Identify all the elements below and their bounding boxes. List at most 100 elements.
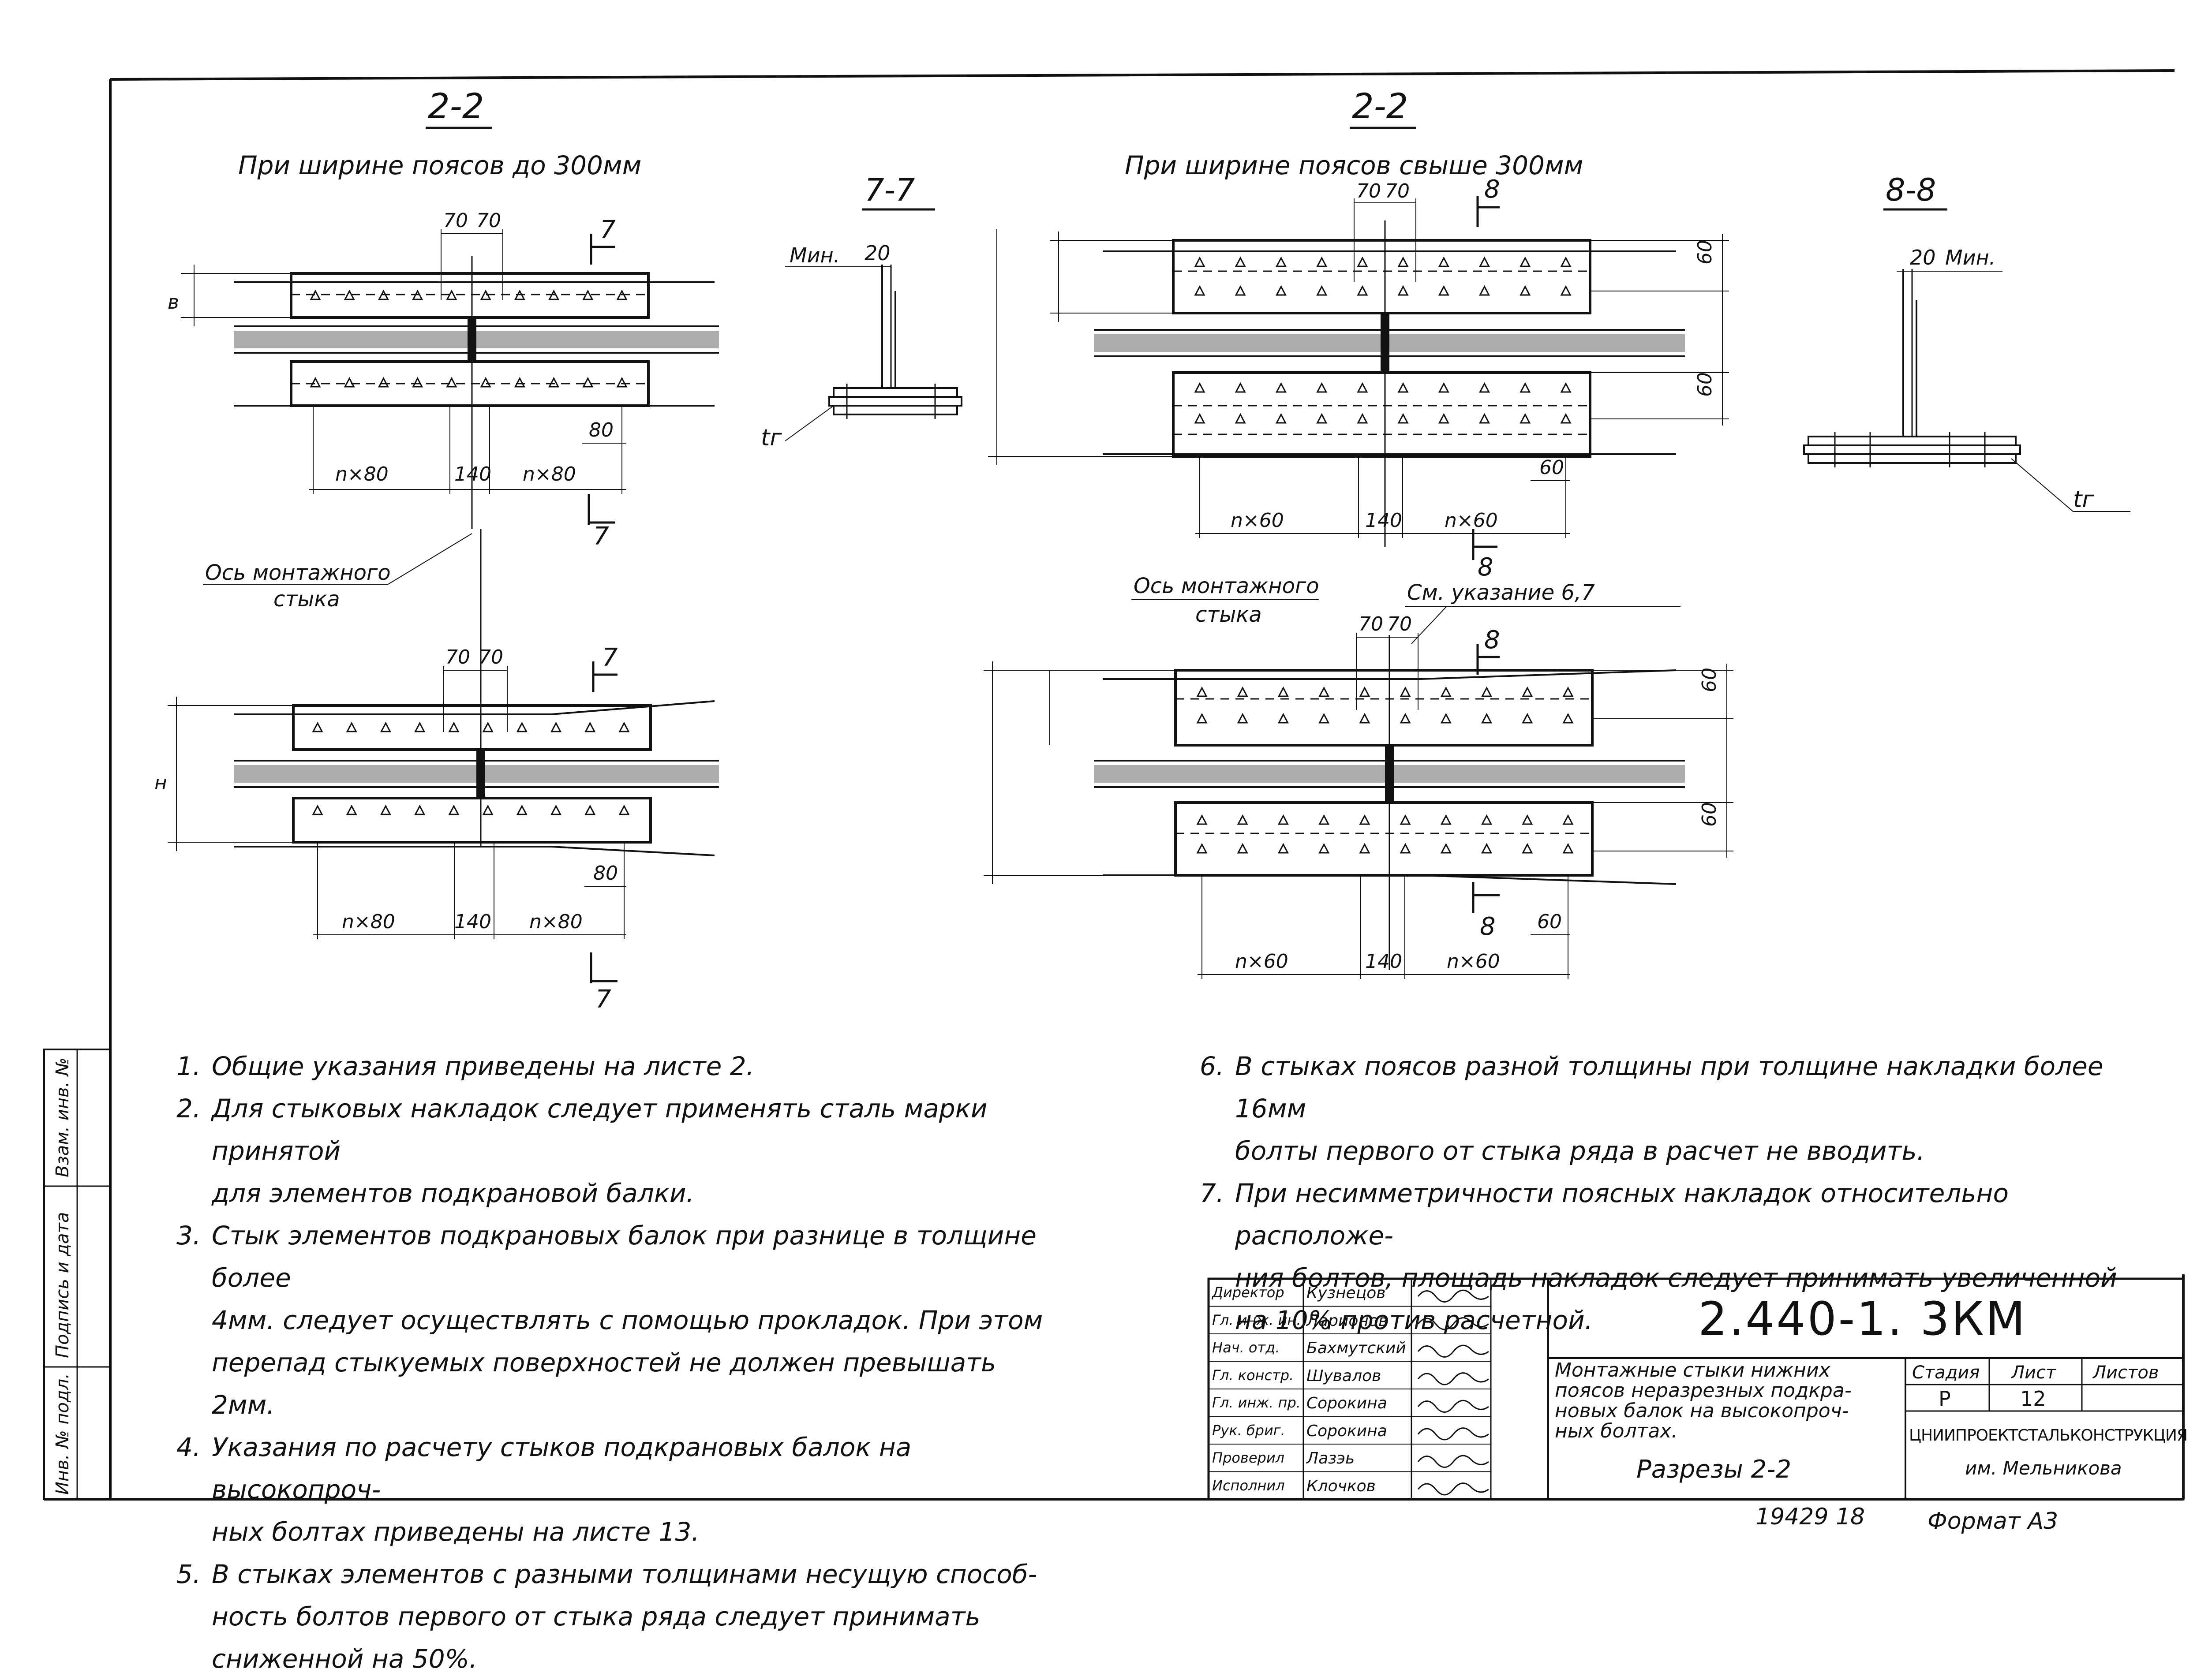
left-dim-70d: 70: [479, 646, 503, 668]
footer-number: 19429 18: [1755, 1504, 1865, 1530]
note-6: 6.В стыках поясов разной толщины при тол…: [1200, 1051, 2103, 1166]
right-dim-70d: 70: [1387, 613, 1412, 635]
right-dim-140-2: 140: [1365, 950, 1402, 973]
tb-role: Рук. бриг.: [1212, 1422, 1285, 1439]
bolt-mark: [550, 804, 562, 815]
bolt-mark: [1560, 382, 1572, 393]
bolt-mark: [584, 804, 596, 815]
bolt-mark: [516, 721, 528, 732]
right-cut-mark-top: 8: [1484, 175, 1500, 204]
drawing-sheet: Инв. № подл. Подпись и дата Взам. инв. №…: [43, 69, 2185, 1501]
left-dim-70a: 70: [443, 209, 468, 232]
frame-top: [110, 69, 2175, 81]
right-dim-70c: 70: [1359, 613, 1383, 635]
bolt-mark: [1235, 382, 1246, 393]
bolt-mark: [312, 721, 323, 732]
signature: [1417, 1344, 1489, 1358]
s77-t-label: tг: [761, 425, 782, 451]
bolt-mark: [514, 377, 525, 388]
bolt-mark: [1194, 285, 1205, 296]
bolt-mark: [1562, 814, 1574, 825]
bolt-mark: [1560, 256, 1572, 267]
bolt-mark: [1316, 285, 1328, 296]
right-upper-bolts: [1194, 256, 1572, 424]
bolt-mark: [344, 377, 355, 388]
bolt-mark: [1522, 713, 1533, 724]
bolt-mark: [1400, 713, 1411, 724]
left-dim-70c: 70: [445, 646, 470, 668]
bolt-mark: [414, 721, 426, 732]
sheet-label: Лист: [2011, 1363, 2056, 1383]
tb-role: Директор: [1212, 1284, 1284, 1301]
tb-name: Клочков: [1306, 1477, 1376, 1495]
signature: [1417, 1455, 1489, 1468]
section-left: 2-2 При ширине поясов до 300мм в 70 70: [154, 87, 719, 1014]
bolt-mark: [1438, 256, 1449, 267]
left-dim-140: 140: [454, 463, 491, 485]
note-2: 2.Для стыковых накладок следует применят…: [176, 1094, 988, 1208]
bolt-mark: [1438, 413, 1449, 424]
notes-right: 6.В стыках поясов разной толщины при тол…: [1200, 1045, 2161, 1341]
left-dim-70b: 70: [476, 209, 501, 232]
bolt-mark: [1359, 843, 1370, 854]
bolt-mark: [618, 804, 630, 815]
bolt-mark: [584, 721, 596, 732]
bolt-mark: [1359, 713, 1370, 724]
bolt-mark: [1397, 382, 1409, 393]
tb-name: Сорокина: [1306, 1394, 1387, 1412]
section-8-8: 8-8 20 Мин. tг: [1803, 172, 2130, 513]
note-5: 5.В стыках элементов с разными толщинами…: [176, 1559, 1037, 1674]
bolt-mark: [1316, 256, 1328, 267]
right-dim-60-mid-2: 60: [1698, 802, 1721, 827]
bolt-mark: [1237, 814, 1248, 825]
bolt-mark: [378, 377, 389, 388]
section-7-7: 7-7 Мин. 20 tг: [761, 172, 962, 451]
bolt-mark: [1196, 814, 1208, 825]
bolt-mark: [1359, 686, 1370, 697]
tb-name: Сорокина: [1306, 1422, 1387, 1440]
bolt-mark: [1560, 285, 1572, 296]
bolt-mark: [1522, 843, 1533, 854]
left-cut-mark-bottom-2: 7: [595, 985, 611, 1014]
bolt-mark: [1277, 814, 1289, 825]
tb-name: Шувалов: [1306, 1366, 1381, 1385]
stamp-inv-podl: Инв. № подл.: [52, 1373, 73, 1495]
bolt-mark: [582, 289, 594, 300]
signature: [1417, 1482, 1489, 1496]
bolt-mark: [310, 377, 321, 388]
left-axis-label-2: стыка: [273, 587, 340, 612]
footer-format: Формат А3: [1928, 1508, 2059, 1534]
bolt-mark: [1562, 686, 1574, 697]
stamp-podpis: Подпись и дата: [52, 1212, 73, 1358]
right-dim-nx60-b: n×60: [1445, 509, 1498, 532]
tb-role: Исполнил: [1212, 1477, 1285, 1494]
bolt-mark: [480, 377, 491, 388]
bolt-mark: [1194, 413, 1205, 424]
bolt-mark: [1481, 843, 1493, 854]
bolt-mark: [548, 289, 560, 300]
s77-dim: 20: [865, 241, 891, 265]
right-dim-nx60-a: n×60: [1231, 509, 1284, 532]
bolt-mark: [1277, 686, 1289, 697]
bolt-mark: [1277, 713, 1289, 724]
doc-code: 2.440-1. 3КМ: [1698, 1292, 2027, 1346]
bolt-mark: [548, 377, 560, 388]
org-name: ЦНИИПРОЕКТСТАЛЬКОНСТРУКЦИЯ: [1909, 1426, 2188, 1445]
bolt-mark: [1316, 413, 1328, 424]
bolt-mark: [618, 721, 630, 732]
left-cut-mark-bottom: 7: [593, 522, 609, 551]
right-dim-140: 140: [1365, 509, 1402, 532]
bolt-mark: [380, 804, 391, 815]
bolt-mark: [1275, 382, 1287, 393]
bolt-mark: [1359, 814, 1370, 825]
bolt-mark: [412, 289, 423, 300]
note-1: 1.Общие указания приведены на листе 2.: [176, 1051, 755, 1081]
bolt-mark: [1481, 814, 1493, 825]
bolt-mark: [414, 804, 426, 815]
bolt-mark: [1400, 814, 1411, 825]
left-cut-mark-top: 7: [600, 216, 616, 244]
right-dim-60-b-2: 60: [1537, 911, 1562, 933]
right-see-note: См. указание 6,7: [1407, 580, 1595, 605]
bolt-mark: [1357, 256, 1368, 267]
bolt-mark: [1560, 413, 1572, 424]
